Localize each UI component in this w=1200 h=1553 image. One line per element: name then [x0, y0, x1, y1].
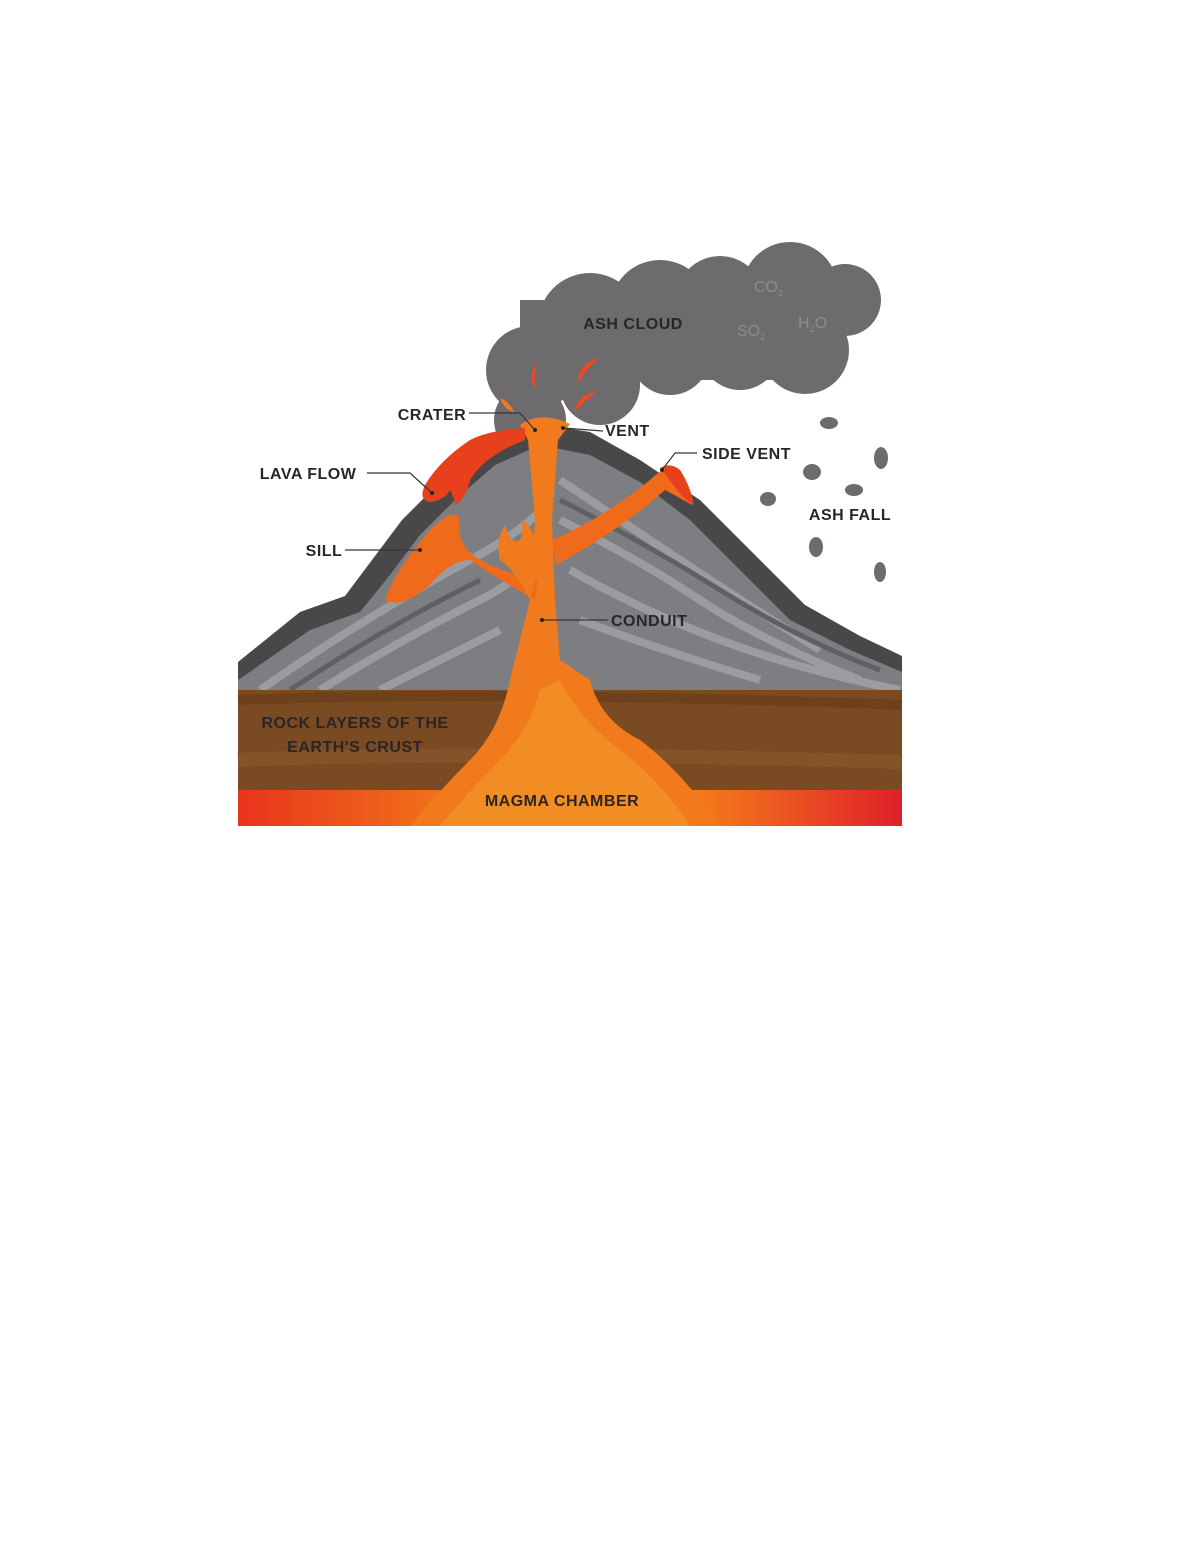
ash-cloud	[486, 242, 881, 456]
side-vent-label: SIDE VENT	[702, 446, 791, 463]
so2-label: SO2	[737, 323, 765, 342]
sill	[385, 514, 538, 603]
crater-label: CRATER	[398, 407, 466, 424]
side-conduit	[552, 468, 692, 565]
leader-lines	[345, 412, 697, 622]
ash-cloud-label: ASH CLOUD	[583, 316, 683, 333]
sill-label: SILL	[306, 543, 343, 560]
conduit-label: CONDUIT	[611, 613, 687, 630]
ash-fall-particles	[760, 417, 888, 582]
ash-fall-label: ASH FALL	[809, 507, 891, 524]
h2o-label: H2O	[798, 315, 827, 334]
vent-label: VENT	[605, 423, 650, 440]
lava-flow	[422, 428, 525, 505]
magma-chamber-label: MAGMA CHAMBER	[485, 793, 639, 810]
rock-layers-label-line1: ROCK LAYERS OF THE	[261, 715, 448, 732]
lava-flow-label: LAVA FLOW	[260, 466, 357, 483]
co2-label: CO2	[754, 279, 783, 298]
lava-drops	[500, 358, 600, 412]
rock-layers-label-line2: EARTH'S CRUST	[287, 739, 423, 756]
